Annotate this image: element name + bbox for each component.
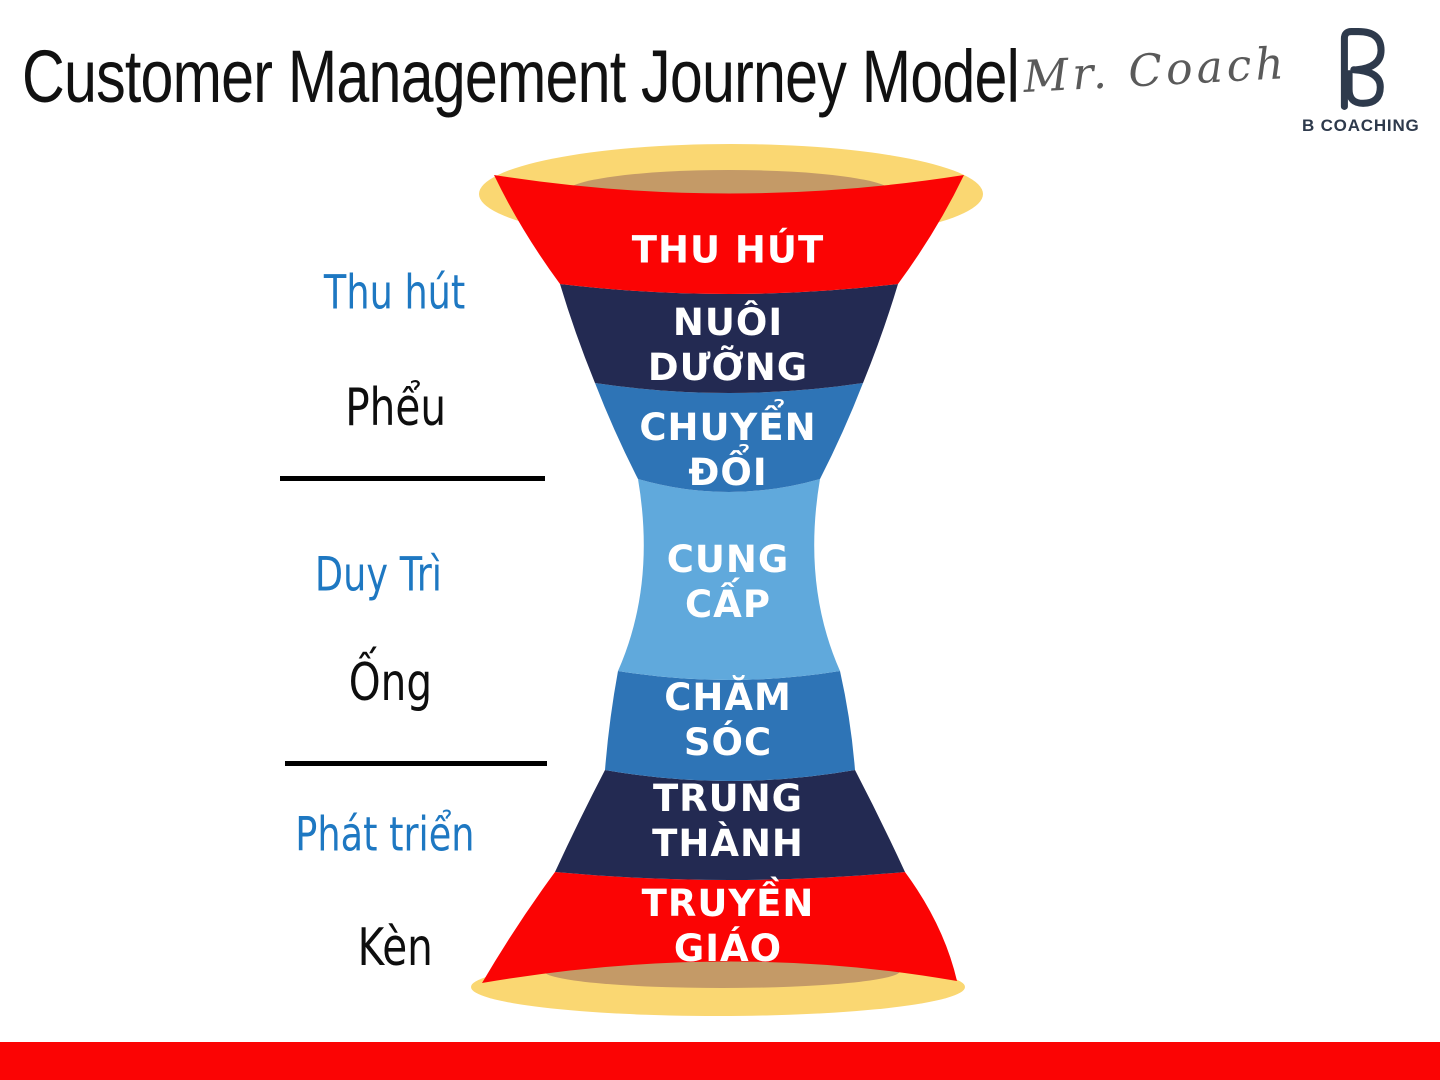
b-logo-lower-loop [1345,66,1384,107]
side-stage-text: Thu hút [324,265,466,321]
stage-label-cung-cap: CUNG CẤP [518,537,938,627]
side-shape-text: Ống [348,652,432,713]
stage-label-chuyen-doi: CHUYỂN ĐỔI [518,405,938,495]
b-coaching-logo: B COACHING [1302,24,1420,136]
logo-caption: B COACHING [1302,116,1420,135]
stage-line: GIÁO [673,927,783,970]
band-chuyen-doi [595,383,863,492]
side-stage-thu-hut: Thu hút [225,261,565,324]
side-stage-duy-tri: Duy Trì [208,543,548,606]
band-trung-thanh [555,770,905,880]
side-stage-text: Duy Trì [314,547,442,603]
stage-label-trung-thanh: TRUNG THÀNH [518,776,938,866]
stage-line: DƯỠNG [647,346,809,389]
stage-label-truyen-giao: TRUYỀN GIÁO [518,881,938,971]
stage-line: TRUNG [652,777,804,820]
divider-line-1 [280,476,545,481]
bottom-accent-bar [0,1042,1440,1080]
b-logo-upper-bowl [1340,28,1385,110]
b-logo-icon [1340,28,1385,110]
stage-line: NUÔI [672,301,784,344]
side-shape-text: Kèn [357,917,433,978]
stage-label-thu-hut: THU HÚT [518,228,938,273]
stage-line: CHĂM [664,676,792,719]
band-truyen-giao [482,872,957,983]
side-stage-text: Phát triển [295,807,475,863]
stage-line: CUNG [666,538,790,581]
band-nuoi-duong [560,284,898,393]
stage-line: CẤP [685,583,771,626]
stage-label-nuoi-duong: NUÔI DƯỠNG [518,300,938,390]
side-shape-pheu: Phểu [226,373,566,443]
stage-line: TRUYỀN [641,882,815,925]
stage-line: THU HÚT [631,228,825,272]
side-shape-text: Phểu [345,377,447,438]
stage-line: CHUYỂN [639,406,817,449]
side-shape-ken: Kèn [225,913,565,983]
band-cham-soc [605,671,855,781]
side-shape-ong: Ống [220,648,560,718]
side-stage-phat-trien: Phát triển [215,803,555,866]
page-title: Customer Management Journey Model [22,35,1020,118]
band-thu-hut [494,175,964,294]
stage-line: SÓC [683,721,773,764]
stage-line: THÀNH [652,822,804,865]
band-cung-cap [618,479,840,680]
stage-line: ĐỔI [688,451,768,494]
stage-label-cham-soc: CHĂM SÓC [518,675,938,765]
divider-line-2 [285,761,547,766]
